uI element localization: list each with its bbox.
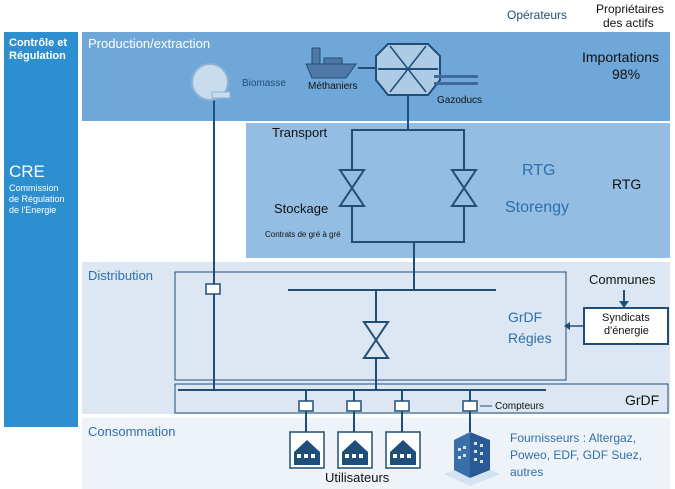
cre-desc-line1: Commission [9,183,59,193]
biomasse-label: Biomasse [242,78,286,89]
house-icon [337,431,373,469]
meter-biomasse-icon [205,283,221,295]
syndicats-label-line1: Syndicats [602,312,650,324]
regulation-title-line2: Régulation [9,50,66,62]
syndicats-label-line2: d'énergie [604,325,649,337]
production-section-label: Production/extraction [88,36,211,51]
meter-4-icon [462,400,478,412]
imports-label-line2: 98% [612,66,641,82]
distribution-section-label: Distribution [88,268,154,283]
stockage-label: Stockage [274,201,329,216]
meter-1-icon [298,400,314,412]
fournisseurs-line2: Poweo, EDF, GDF Suez, [510,448,643,462]
regulation-column [4,32,78,427]
utilisateurs-label: Utilisateurs [325,470,390,485]
regulation-title-line1: Contrôle et [9,37,68,49]
valve-stockage-icon [338,169,366,207]
house-icon [385,431,421,469]
cre-desc-line3: de l'Energie [9,205,57,215]
cre-label: CRE [9,162,45,181]
grdf-bar-box [174,383,669,414]
contrats-label: Contrats de gré à gré [265,230,341,239]
transport-band [246,123,670,258]
gazoducs-pipes-icon [434,75,478,85]
meter-3-icon [394,400,410,412]
biomasse-tank-icon [191,63,231,101]
rtg-operator-label: RTG [522,162,556,179]
compteurs-label: Compteurs [495,401,544,412]
building-icon [444,432,500,486]
grdf-operator-label: GrDF [508,309,543,325]
fournisseurs-line1: Fournisseurs : Altergaz, [510,431,637,445]
rtg-owner-label: RTG [612,176,642,192]
consommation-section-label: Consommation [88,424,176,439]
syndicats-box [583,307,669,345]
grdf-owner-label: GrDF [625,392,660,408]
cre-desc-line2: de Régulation [9,194,65,204]
storengy-label: Storengy [505,199,570,216]
valve-storengy-icon [450,169,478,207]
regies-label: Régies [508,330,552,346]
owners-header-line1: Propriétaires [596,2,665,16]
communes-label: Communes [589,272,656,287]
fournisseurs-line3: autres [510,465,544,479]
imports-label-line1: Importations [582,49,660,65]
methanier-ship-icon [305,47,357,79]
consommation-band [82,418,670,489]
valve-distribution-icon [362,321,390,359]
house-icon [289,431,325,469]
operators-header: Opérateurs [507,8,568,22]
methaniers-label: Méthaniers [308,81,358,92]
gazoducs-label: Gazoducs [437,95,483,106]
meter-2-icon [346,400,362,412]
transport-section-label: Transport [272,125,328,140]
regasification-terminal-icon [375,43,441,96]
owners-header-line2: des actifs [603,16,654,30]
